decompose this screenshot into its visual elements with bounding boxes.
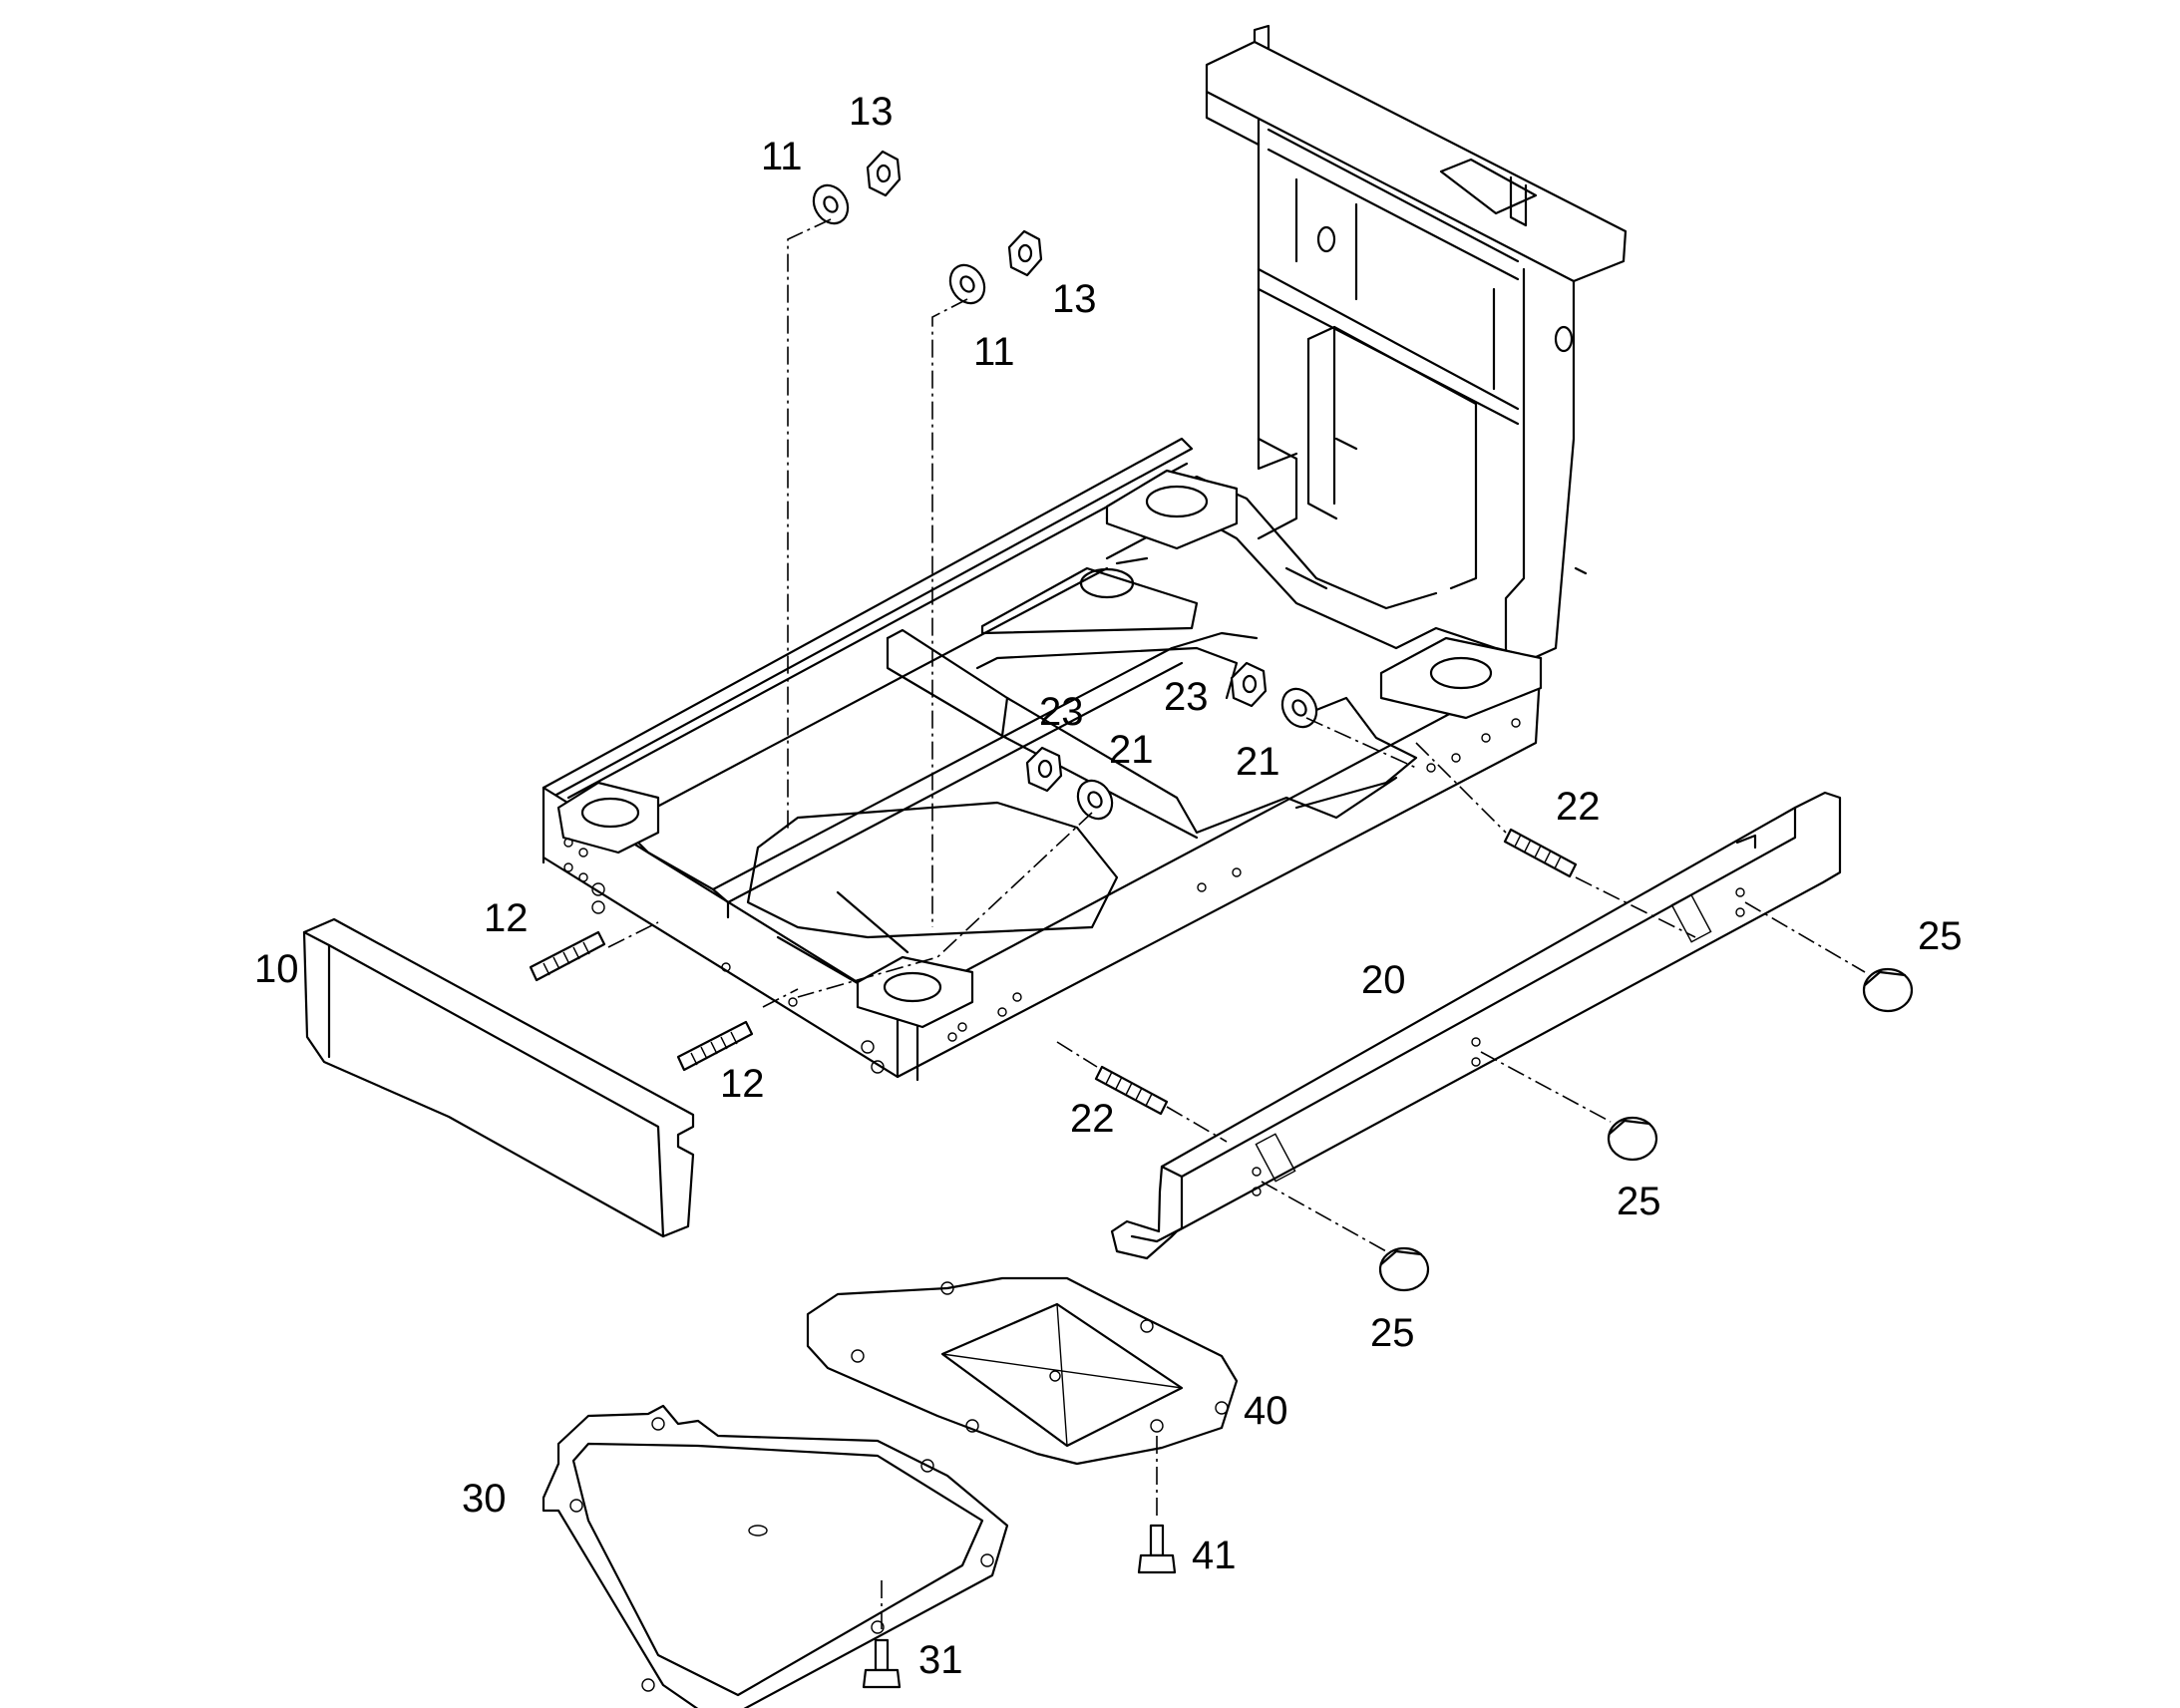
stud-22-left xyxy=(1094,1065,1169,1116)
callout-12-lower: 12 xyxy=(720,1062,765,1106)
nut-23-left xyxy=(1025,746,1063,793)
washer-11-right xyxy=(948,263,986,305)
side-rail-20 xyxy=(1110,791,1842,1260)
callout-40: 40 xyxy=(1244,1389,1288,1433)
stud-12-upper xyxy=(529,930,606,982)
callout-25-middle: 25 xyxy=(1617,1180,1661,1223)
plug-25-right xyxy=(1862,967,1914,1013)
callout-21-left: 21 xyxy=(1109,728,1154,772)
nut-13-left xyxy=(866,150,902,197)
callout-25-right: 25 xyxy=(1918,914,1963,958)
nut-13-right xyxy=(1007,229,1043,277)
rear-upright-frame xyxy=(1205,24,1628,668)
callout-20: 20 xyxy=(1361,958,1406,1002)
front-cover-10 xyxy=(302,917,695,1238)
plug-25-middle xyxy=(1607,1116,1658,1162)
callouts: 10 11 11 12 12 13 13 20 21 21 22 22 23 2… xyxy=(254,90,1963,1682)
callout-23-left: 23 xyxy=(1039,690,1084,734)
cover-plate-30 xyxy=(542,1404,1009,1708)
bolt-41 xyxy=(1137,1524,1177,1574)
plug-25-lower xyxy=(1378,1246,1430,1292)
callout-11-lower: 11 xyxy=(973,330,1015,374)
callout-13-upper: 13 xyxy=(849,90,894,134)
cover-plate-40 xyxy=(806,1276,1239,1466)
callout-41: 41 xyxy=(1192,1534,1237,1577)
callout-12-upper: 12 xyxy=(484,896,529,940)
callout-25-lower: 25 xyxy=(1370,1311,1415,1355)
callout-22-upper: 22 xyxy=(1556,785,1601,829)
callout-13-lower: 13 xyxy=(1052,277,1097,321)
callout-21-right: 21 xyxy=(1236,740,1280,784)
stud-22-right xyxy=(1503,828,1578,878)
bolt-31 xyxy=(862,1638,902,1689)
callout-30: 30 xyxy=(462,1477,507,1521)
callout-11-upper: 11 xyxy=(761,135,803,178)
callout-22-lower: 22 xyxy=(1070,1097,1115,1141)
nut-23-right xyxy=(1230,661,1268,708)
callout-10: 10 xyxy=(254,947,299,991)
washer-11-left xyxy=(812,183,850,225)
stud-12-lower xyxy=(676,1020,754,1072)
callout-23-right: 23 xyxy=(1164,675,1209,719)
callout-31: 31 xyxy=(918,1638,963,1682)
washer-21-left xyxy=(1076,779,1114,821)
washer-21-right xyxy=(1280,687,1318,729)
assembly-lines xyxy=(607,218,1866,1635)
